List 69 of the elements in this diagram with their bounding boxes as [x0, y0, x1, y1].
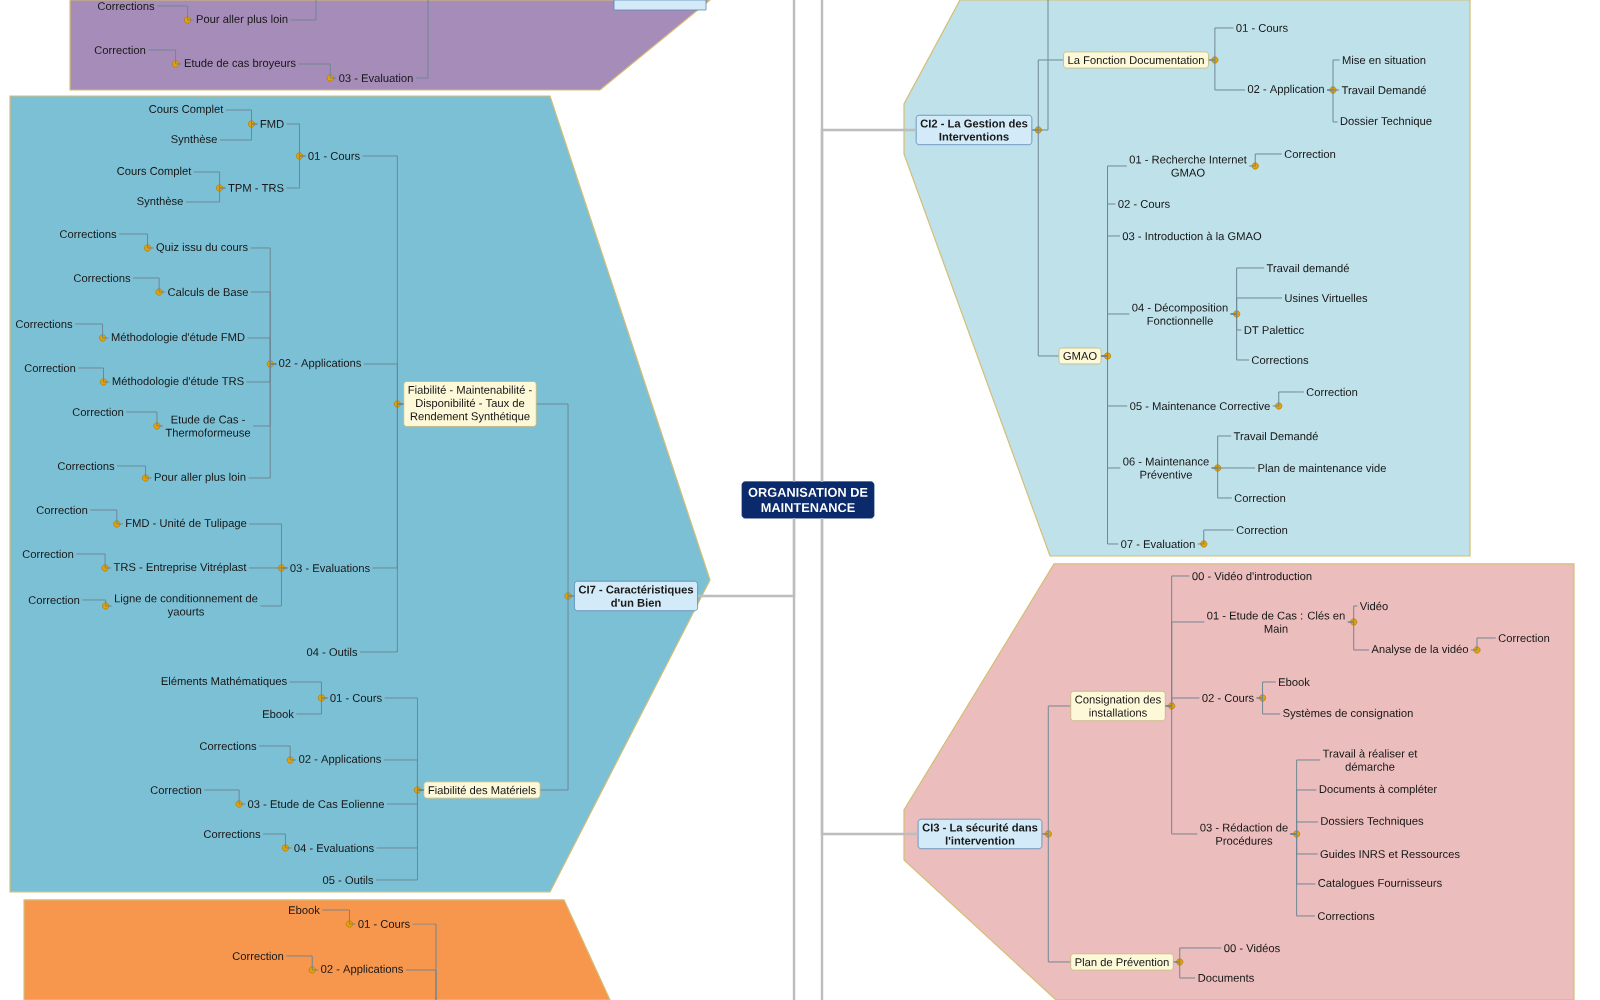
connector-line — [1470, 637, 1497, 651]
connector-line — [1037, 0, 1049, 131]
connector-line — [363, 363, 404, 405]
connector-line — [285, 955, 319, 971]
connector-line — [1326, 89, 1339, 123]
connector-line — [1173, 947, 1222, 963]
connector-line — [1230, 297, 1283, 315]
connector-line — [1290, 821, 1319, 835]
connector-line — [156, 5, 195, 21]
connector-line — [1211, 435, 1232, 469]
connector-line — [297, 63, 337, 79]
connector-line — [147, 49, 183, 65]
connector-line — [1256, 681, 1277, 699]
connector-line — [1208, 27, 1234, 61]
connector-line — [247, 337, 277, 365]
connector-line — [248, 523, 288, 569]
connector-line — [820, 0, 824, 482]
connector-line — [1041, 833, 1071, 963]
connector-line — [116, 465, 153, 479]
connector-line — [1326, 59, 1341, 91]
connector-line — [1165, 697, 1200, 707]
connector-line — [1230, 313, 1250, 361]
connector-line — [1173, 961, 1196, 979]
connector-line — [290, 0, 317, 21]
connector-line — [1256, 697, 1281, 715]
connector-line — [383, 759, 424, 791]
connector-line — [258, 745, 297, 761]
connector-line — [792, 0, 796, 482]
connector-line — [1347, 621, 1370, 651]
connector-line — [359, 403, 404, 653]
connector-line — [118, 233, 155, 249]
connector-line — [203, 789, 246, 805]
connector-line — [375, 789, 424, 881]
connector-line — [1101, 313, 1130, 357]
connector-line — [792, 518, 796, 1000]
connector-line — [132, 277, 166, 293]
connector-line — [415, 0, 429, 79]
connector-line — [289, 681, 328, 699]
connector-line — [1101, 355, 1119, 545]
connector-line — [285, 155, 306, 189]
connector-line — [262, 833, 292, 849]
connector-line — [820, 518, 824, 1000]
connector-line — [75, 553, 112, 569]
connector-line — [321, 909, 356, 925]
connector-line — [219, 123, 258, 141]
connector-line — [89, 509, 124, 525]
connector-line — [1208, 59, 1246, 91]
connector-line — [1211, 467, 1233, 499]
connector-line — [540, 595, 575, 791]
connector-line — [1031, 129, 1059, 357]
connector-line — [259, 567, 288, 607]
connector-line — [1248, 153, 1283, 167]
connector-line — [1347, 605, 1358, 623]
connector-line — [1165, 705, 1198, 835]
connector-line — [185, 187, 227, 203]
connector-line — [81, 599, 113, 607]
connector-line — [536, 403, 575, 597]
connector-line — [1290, 833, 1316, 917]
connector-line — [225, 109, 258, 125]
connector-line — [295, 697, 328, 715]
chapter-box — [613, 0, 707, 11]
connector-line — [125, 411, 164, 427]
connector-line — [248, 363, 277, 479]
connector-line — [74, 323, 110, 339]
connector-line — [286, 123, 306, 157]
connector-line — [77, 367, 110, 383]
connector-line — [1272, 391, 1305, 407]
connector-line — [1197, 529, 1235, 545]
connector-line — [405, 969, 437, 1000]
